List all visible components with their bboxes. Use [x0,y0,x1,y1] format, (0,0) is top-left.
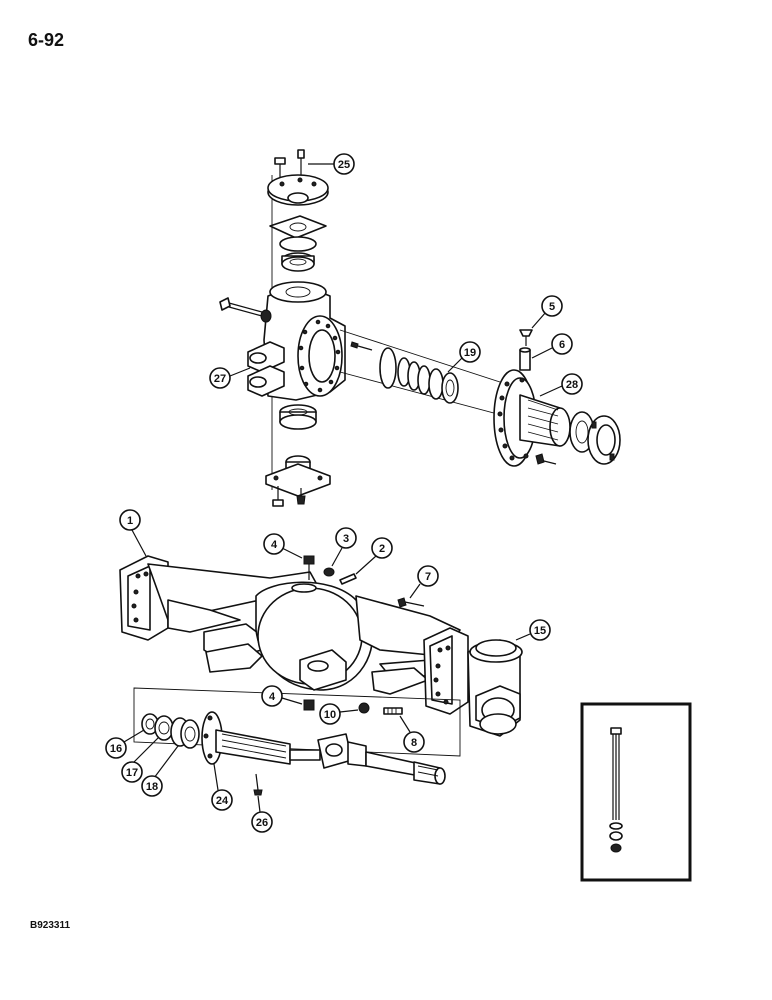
inset-detail-box [580,702,692,882]
grease-fitting-top [297,149,305,178]
breather-plug [303,555,315,580]
callout-label: 7 [425,571,431,583]
vent [323,567,335,577]
page-number: 6-92 [28,30,65,50]
callout-15: 15 [515,619,551,641]
seal-kit [350,341,459,404]
callout-label: 5 [549,301,555,313]
stud [383,707,403,715]
callout-17: 17 [121,737,159,783]
callout-6: 6 [531,333,573,359]
grease-fitting-bottom [296,488,306,505]
level-plug [358,702,370,714]
knuckle-housing [247,281,346,401]
callout-28: 28 [539,373,583,397]
callout-label: 24 [216,795,229,807]
side-bolt [219,297,272,323]
callout-label: 4 [269,691,276,703]
yoke [467,639,523,737]
lower-bolt [272,486,284,507]
callout-27: 27 [209,367,251,389]
callout-7: 7 [409,565,439,599]
top-king-pin-cap [267,174,329,206]
sleeve [519,347,531,371]
callout-label: 8 [411,737,417,749]
dowel-pin [339,573,357,585]
callout-18: 18 [141,745,179,797]
top-shim [269,215,327,239]
callout-label: 15 [534,625,546,637]
callout-24: 24 [211,763,233,811]
axle-housing [119,555,469,715]
lower-king-pin-cap [265,455,331,497]
callout-label: 18 [146,781,158,793]
lower-bearing [279,404,317,430]
callout-label: 25 [338,159,350,171]
bearing-18 [170,717,200,749]
callout-25: 25 [308,153,355,175]
drain-plug [303,699,315,711]
callout-4-bottom: 4 [261,685,303,707]
callout-2: 2 [355,537,393,575]
callout-16: 16 [105,729,145,759]
callout-10: 10 [319,703,359,725]
bolt [397,597,425,608]
callout-8: 8 [399,715,425,753]
callout-4-top: 4 [263,533,303,559]
pin [519,329,533,346]
callout-label: 19 [464,347,476,359]
top-bearing [279,236,317,272]
callout-label: 1 [127,515,133,527]
callout-label: 26 [256,817,268,829]
callout-label: 6 [559,339,565,351]
callout-19: 19 [447,341,481,373]
callout-label: 17 [126,767,138,779]
callout-3: 3 [331,527,357,567]
drive-shaft [201,711,446,785]
drawing-code: B923311 [30,920,71,931]
callout-label: 28 [566,379,578,391]
callout-label: 16 [110,743,122,755]
lock-nut [587,415,621,465]
bearing-17 [154,715,174,741]
hub-flange [493,369,571,467]
callout-5: 5 [531,295,563,329]
callout-label: 4 [271,539,278,551]
callout-label: 27 [214,373,226,385]
callout-1: 1 [119,509,147,557]
callout-26: 26 [251,795,273,833]
callout-label: 2 [379,543,385,555]
steering-knuckle-assembly [219,149,346,507]
callout-label: 10 [324,709,336,721]
callout-label: 3 [343,533,349,545]
shaft-bolt [253,773,263,796]
